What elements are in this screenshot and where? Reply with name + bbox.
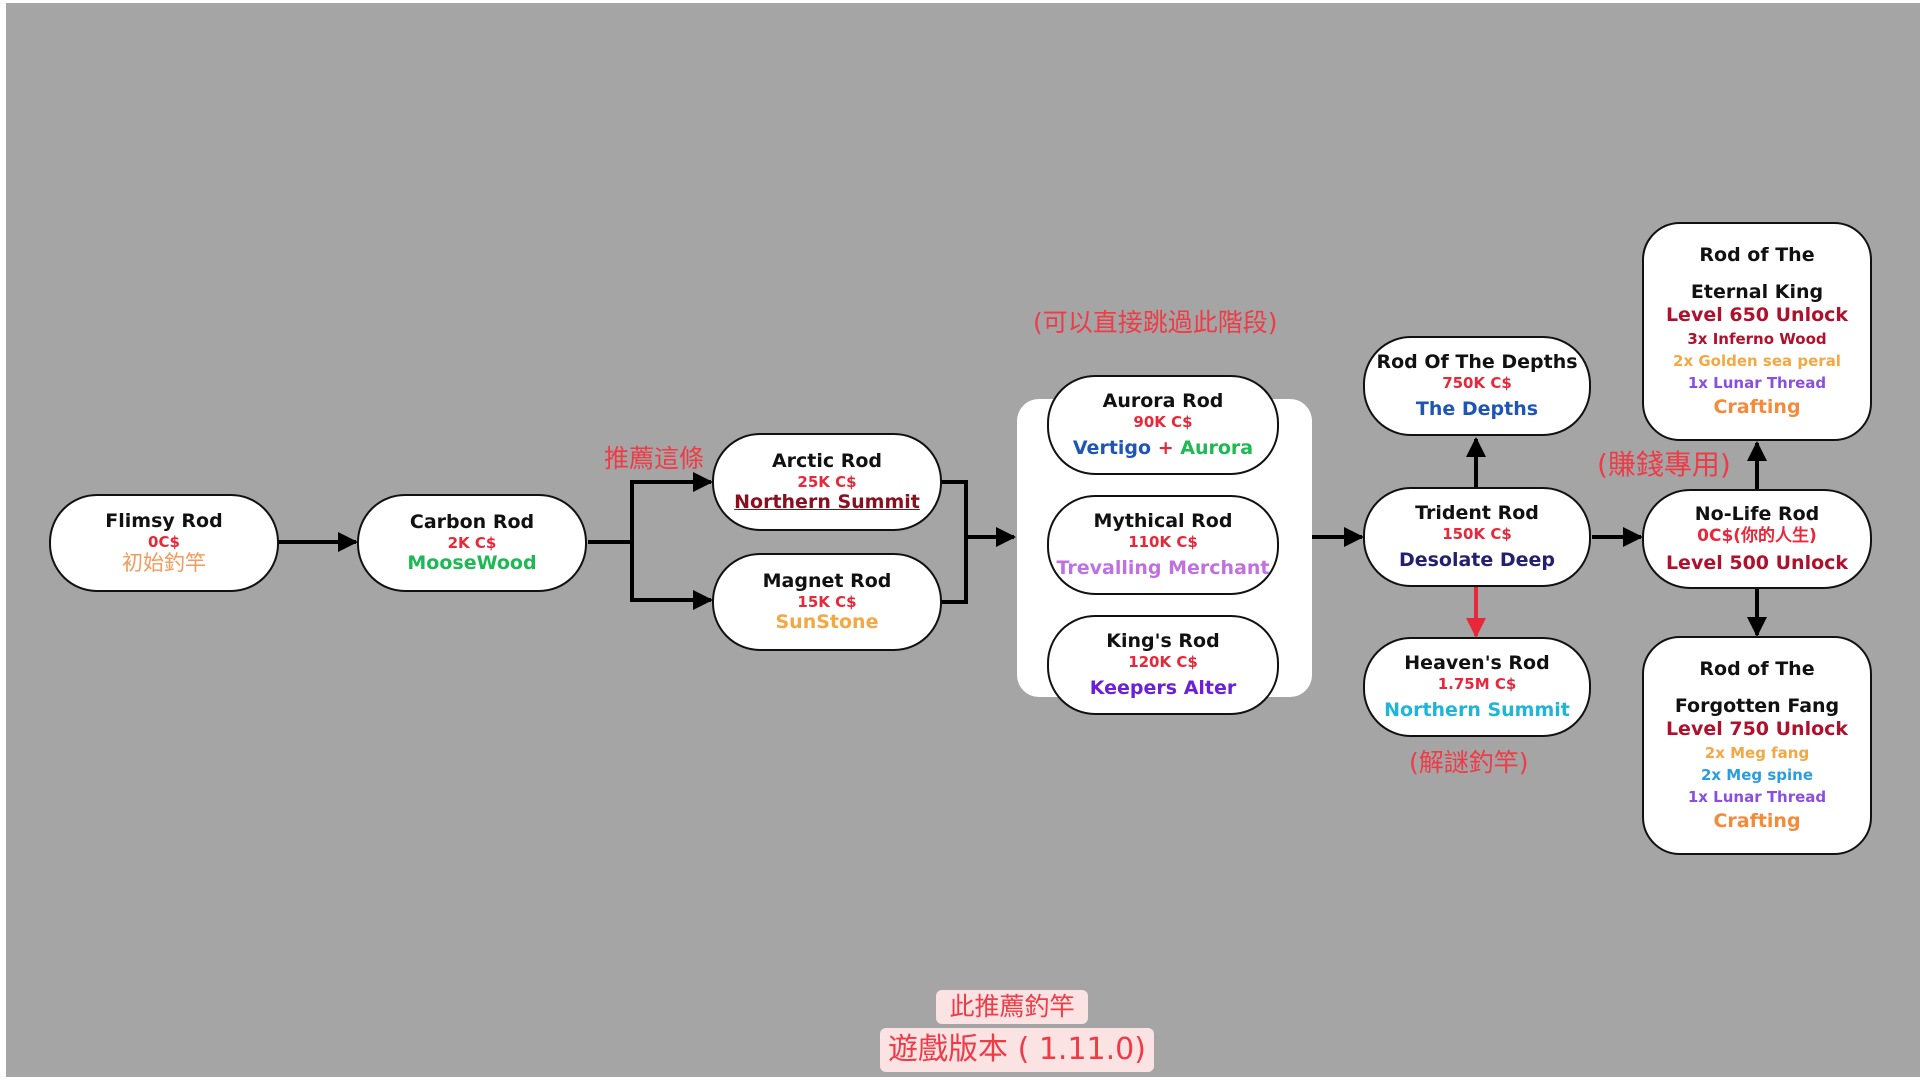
rod-name: Trident Rod (1415, 502, 1539, 525)
rod-name: Aurora Rod (1102, 390, 1224, 413)
rod-name: Mythical Rod (1093, 510, 1233, 533)
node-heavens-rod[interactable]: Heaven's Rod 1.75M C$ Northern Summit (1363, 637, 1591, 737)
rod-name-line2: Eternal King (1690, 280, 1824, 303)
rod-name: No-Life Rod (1694, 503, 1820, 525)
node-aurora-rod[interactable]: Aurora Rod 90K C$ Vertigo + Aurora (1047, 375, 1279, 475)
rod-name-line2: Forgotten Fang (1674, 694, 1840, 717)
rod-price: 110K C$ (1128, 533, 1198, 551)
rod-location: 初始釣竿 (122, 550, 206, 575)
footer-game-version: 遊戲版本 ( 1.11.0) (880, 1028, 1154, 1072)
material-item: 2x Golden sea peral (1673, 352, 1841, 371)
rod-method: Crafting (1713, 396, 1801, 419)
node-rod-of-the-depths[interactable]: Rod Of The Depths 750K C$ The Depths (1363, 336, 1591, 436)
annotation-money-only: (賺錢專用) (1597, 448, 1731, 481)
rod-price: 2K C$ (447, 534, 497, 552)
annotation-recommend: 推薦這條 (604, 444, 705, 473)
annotation-skippable: (可以直接跳過此階段) (1033, 308, 1278, 337)
node-magnet-rod[interactable]: Magnet Rod 15K C$ SunStone (712, 553, 942, 651)
rod-unlock-level: Level 750 Unlock (1665, 717, 1849, 740)
rod-location: MooseWood (407, 552, 537, 574)
rod-price: 750K C$ (1442, 374, 1512, 392)
rod-price: 1.75M C$ (1437, 675, 1517, 693)
rod-name: Arctic Rod (771, 450, 883, 473)
rod-location: Northern Summit (734, 491, 920, 513)
rod-name: Carbon Rod (409, 511, 535, 534)
location-aurora: Aurora (1180, 437, 1254, 459)
connector-layer (278, 437, 1767, 638)
location-vertigo: Vertigo (1072, 437, 1152, 459)
node-mythical-rod[interactable]: Mythical Rod 110K C$ Trevalling Merchant (1047, 495, 1279, 595)
rod-location: SunStone (775, 611, 879, 633)
rod-location: The Depths (1415, 398, 1539, 420)
rod-method: Crafting (1713, 810, 1801, 833)
rod-name: Heaven's Rod (1404, 652, 1550, 675)
merge-line (941, 480, 968, 604)
annotation-puzzle-rod: (解謎釣竿) (1409, 748, 1529, 777)
rod-name: Flimsy Rod (105, 510, 223, 532)
rod-location: Northern Summit (1384, 699, 1570, 721)
rod-price: 0C$(你的人生) (1697, 525, 1817, 546)
node-rod-of-the-eternal-king[interactable]: Rod of The Eternal King Level 650 Unlock… (1642, 222, 1872, 441)
rod-price: 150K C$ (1442, 525, 1512, 543)
node-flimsy-rod[interactable]: Flimsy Rod 0C$ 初始釣竿 (49, 494, 279, 592)
rod-unlock-level: Level 500 Unlock (1665, 552, 1849, 575)
rod-price: 0C$ (148, 532, 180, 551)
material-item: 3x Inferno Wood (1687, 330, 1827, 349)
rod-location: Keepers Alter (1089, 677, 1237, 699)
material-item: 1x Lunar Thread (1687, 788, 1827, 807)
rod-price: 15K C$ (797, 593, 857, 611)
rod-name-line1: Rod of The (1699, 657, 1815, 680)
rod-price: 90K C$ (1133, 413, 1193, 431)
rod-price: 120K C$ (1128, 653, 1198, 671)
rod-name-line1: Rod of The (1699, 243, 1815, 266)
rod-location: Trevalling Merchant (1056, 557, 1270, 579)
rod-price: 25K C$ (797, 473, 857, 491)
footer-recommend-title: 此推薦釣竿 (936, 990, 1088, 1024)
material-item: 2x Meg fang (1704, 744, 1810, 763)
rod-location: Desolate Deep (1398, 549, 1556, 571)
node-arctic-rod[interactable]: Arctic Rod 25K C$ Northern Summit (712, 433, 942, 531)
rod-location: Vertigo + Aurora (1073, 437, 1253, 460)
rod-name: Magnet Rod (762, 570, 892, 593)
node-carbon-rod[interactable]: Carbon Rod 2K C$ MooseWood (357, 494, 587, 592)
node-trident-rod[interactable]: Trident Rod 150K C$ Desolate Deep (1363, 487, 1591, 587)
location-plus: + (1157, 437, 1174, 459)
node-no-life-rod[interactable]: No-Life Rod 0C$(你的人生) Level 500 Unlock (1642, 489, 1872, 589)
rod-name: King's Rod (1106, 630, 1220, 653)
node-rod-of-the-forgotten-fang[interactable]: Rod of The Forgotten Fang Level 750 Unlo… (1642, 636, 1872, 855)
diagram-canvas: Flimsy Rod 0C$ 初始釣竿 Carbon Rod 2K C$ Moo… (6, 3, 1920, 1077)
node-kings-rod[interactable]: King's Rod 120K C$ Keepers Alter (1047, 615, 1279, 715)
rod-unlock-level: Level 650 Unlock (1665, 303, 1849, 326)
rod-name: Rod Of The Depths (1376, 351, 1578, 374)
material-item: 1x Lunar Thread (1687, 374, 1827, 393)
material-item: 2x Meg spine (1700, 766, 1814, 785)
